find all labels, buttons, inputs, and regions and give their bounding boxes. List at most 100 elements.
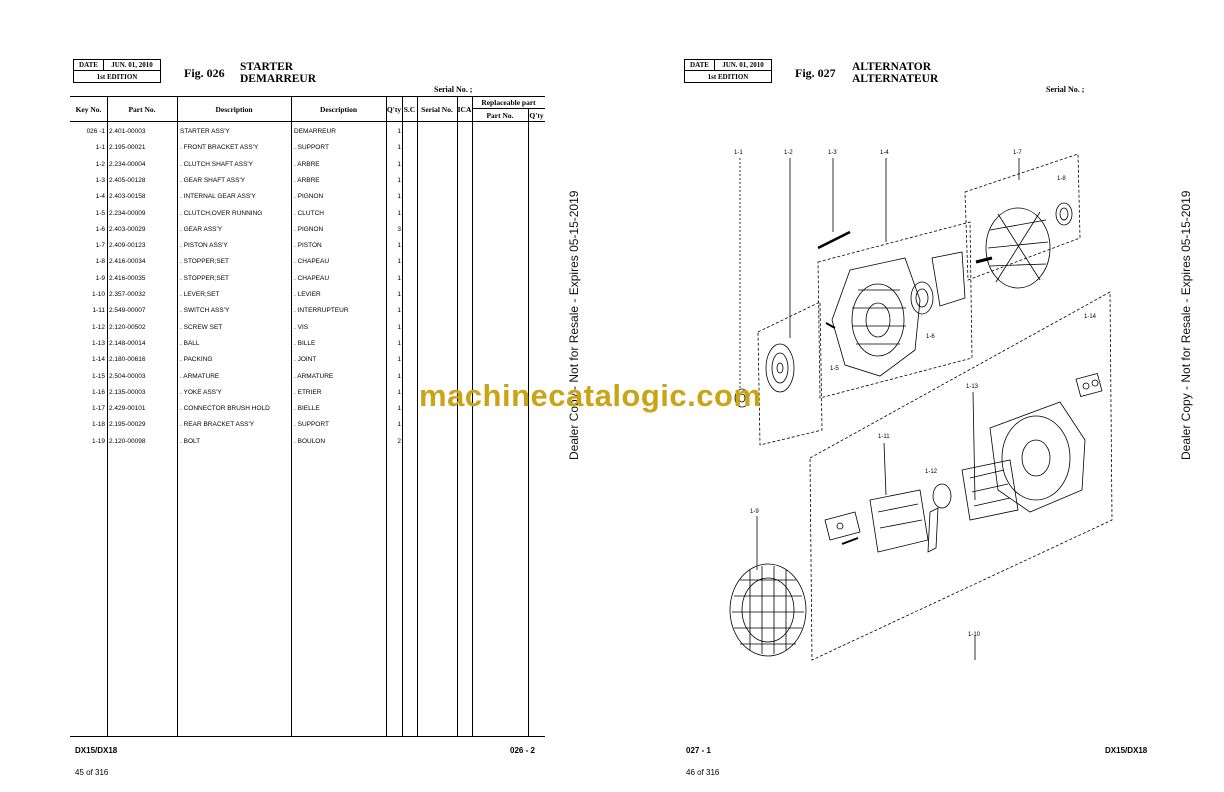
cell-part: 2.504-00003 bbox=[109, 372, 146, 380]
cell-desc-en: . YOKE ASS'Y bbox=[180, 388, 222, 396]
cell-desc-en: . SWITCH ASS'Y bbox=[180, 307, 230, 315]
cell-desc-fr: . ARBRE bbox=[294, 160, 320, 168]
cell-qty: 1 bbox=[397, 193, 401, 201]
hdr-desc-en: Description bbox=[215, 104, 253, 114]
fig-title-en-right: ALTERNATOR bbox=[852, 61, 932, 73]
parts-table: Key No. Part No. Description Description… bbox=[70, 96, 545, 736]
cell-desc-fr: . PISTON bbox=[294, 242, 322, 250]
cell-part: 2.409-00123 bbox=[109, 242, 146, 250]
cell-qty: 1 bbox=[397, 274, 401, 282]
cell-part: 2.135-00003 bbox=[109, 388, 146, 396]
cell-part: 2.429-00101 bbox=[109, 405, 146, 413]
callout-label: 1-12 bbox=[925, 469, 938, 475]
footer-page-right: 027 - 1 bbox=[686, 746, 711, 755]
cell-key: 1-1 bbox=[95, 144, 105, 152]
cell-key: 1-8 bbox=[95, 258, 105, 266]
cell-part: 2.195-00029 bbox=[109, 421, 146, 429]
cell-part: 2.416-00034 bbox=[109, 258, 146, 266]
page-count-left: 45 of 316 bbox=[75, 768, 109, 777]
cell-qty: 1 bbox=[397, 160, 401, 168]
date-label: DATE bbox=[74, 60, 104, 70]
cell-desc-fr: . BILLE bbox=[294, 339, 316, 347]
cell-desc-en: . CONNECTOR BRUSH HOLD bbox=[180, 405, 270, 413]
fig-title-fr-left: DEMARREUR bbox=[240, 73, 317, 85]
cell-key: 1-14 bbox=[91, 356, 105, 364]
cell-desc-fr: . BIELLE bbox=[294, 405, 320, 413]
cell-desc-en: . PISTON ASS'Y bbox=[180, 242, 228, 250]
cell-desc-fr: . SUPPORT bbox=[294, 144, 329, 152]
cell-desc-fr: . ETRIER bbox=[294, 388, 322, 396]
callout-label: 1-10 bbox=[968, 632, 981, 638]
cell-key: 1-7 bbox=[95, 242, 105, 250]
cell-qty: 3 bbox=[397, 225, 401, 233]
cell-key: 1-17 bbox=[91, 405, 105, 413]
callout-label: 1-7 bbox=[1013, 150, 1022, 156]
cell-qty: 1 bbox=[397, 242, 401, 250]
cell-part: 2.195-00021 bbox=[109, 144, 146, 152]
cell-key: 1-16 bbox=[91, 388, 105, 396]
footer-page-left: 026 - 2 bbox=[510, 746, 535, 755]
callout-label: 1-13 bbox=[966, 384, 979, 390]
cell-qty: 1 bbox=[397, 323, 401, 331]
cell-key: 1-12 bbox=[91, 323, 105, 331]
hdr-serial-no: Serial No. bbox=[421, 104, 453, 114]
footer-model-left: DX15/DX18 bbox=[75, 746, 118, 755]
date-label: DATE bbox=[685, 60, 715, 70]
cell-part: 2.357-00032 bbox=[109, 291, 146, 298]
cell-qty: 1 bbox=[397, 339, 401, 347]
serial-left: Serial No. ; bbox=[434, 85, 473, 94]
cell-qty: 1 bbox=[397, 128, 401, 135]
cell-key: 1-5 bbox=[95, 209, 105, 217]
hdr-desc-fr: Description bbox=[319, 104, 358, 114]
fig-number-right: Fig. 027 bbox=[795, 66, 836, 80]
edition-label: 1st EDITION bbox=[96, 72, 138, 81]
cell-desc-en: . LEVER;SET bbox=[180, 291, 220, 298]
cell-key: 1-10 bbox=[91, 291, 105, 298]
cell-desc-fr: . VIS bbox=[294, 323, 309, 331]
cell-key: 1-13 bbox=[91, 339, 105, 347]
cell-key: 1-2 bbox=[95, 160, 105, 168]
hdr-replaceable: Replaceable part bbox=[472, 97, 545, 109]
cell-desc-en: . BALL bbox=[180, 339, 200, 347]
callout-label: 1-4 bbox=[880, 150, 889, 156]
callout-label: 1-1 bbox=[734, 150, 743, 156]
cell-key: 1-15 bbox=[91, 372, 105, 380]
table-row: 1-13 2.148-00014 . BALL . BILLE 1 bbox=[70, 336, 545, 352]
cell-desc-fr: . CLUTCH bbox=[294, 209, 324, 217]
cell-part: 2.549-00007 bbox=[109, 307, 146, 315]
cell-part: 2.148-00014 bbox=[109, 339, 146, 347]
cell-desc-fr: . INTERRUPTEUR bbox=[294, 307, 349, 315]
cell-desc-en: . SCREW SET bbox=[180, 323, 223, 331]
vertical-notice-left: Dealer Copy - Not for Resale - Expires 0… bbox=[567, 190, 581, 460]
callout-label: 1-3 bbox=[828, 150, 837, 156]
cell-qty: 1 bbox=[397, 372, 401, 380]
cell-part: 2.120-00098 bbox=[109, 437, 146, 445]
cell-desc-fr: DEMARREUR bbox=[294, 128, 336, 135]
cell-desc-fr: . CHAPEAU bbox=[294, 258, 330, 266]
table-row: 1-17 2.429-00101 . CONNECTOR BRUSH HOLD . B… bbox=[70, 401, 545, 417]
fig-number-left: Fig. 026 bbox=[184, 66, 225, 80]
cell-desc-en: . ARMATURE bbox=[180, 372, 220, 380]
cell-desc-fr: . JOINT bbox=[294, 356, 317, 364]
callout-label: 1-14 bbox=[1084, 314, 1097, 320]
cell-part: 2.416-00035 bbox=[109, 274, 146, 282]
cell-desc-fr: . PIGNON bbox=[294, 225, 324, 233]
cell-key: 1-9 bbox=[95, 274, 105, 282]
table-row: 1-5 2.234-00009 . CLUTCH;OVER RUNNING . CLU… bbox=[70, 206, 545, 222]
cell-part: 2.234-00009 bbox=[109, 209, 146, 217]
cell-desc-en: . CLUTCH;OVER RUNNING bbox=[180, 209, 263, 217]
hdr-qty: Q'ty bbox=[386, 104, 402, 114]
cell-desc-fr: . CHAPEAU bbox=[294, 274, 330, 282]
cell-desc-fr: . BOULON bbox=[294, 437, 326, 445]
cell-qty: 1 bbox=[397, 356, 401, 364]
cell-desc-fr: . ARBRE bbox=[294, 176, 320, 184]
